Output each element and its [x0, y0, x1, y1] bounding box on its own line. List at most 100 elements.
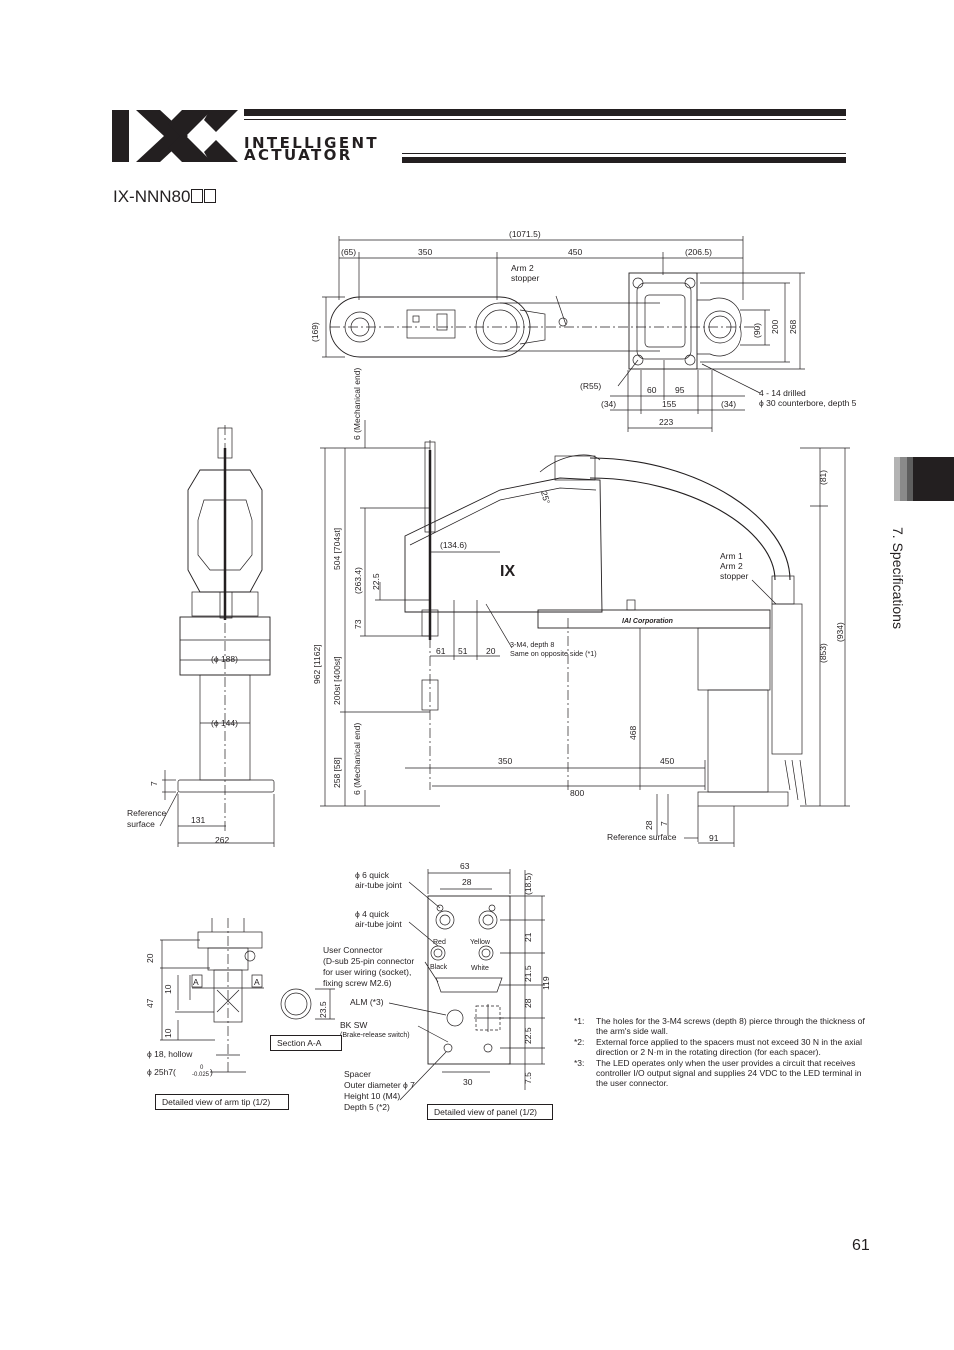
dim-angle: 25°: [539, 490, 552, 505]
dim-200: 200: [770, 320, 780, 334]
reference-surface-side: Reference surface: [607, 832, 677, 842]
dim-95: 95: [675, 385, 685, 395]
dim-seg1: (65): [341, 247, 356, 257]
dim-263: (263.4): [353, 567, 363, 594]
dim-10a: 10: [163, 984, 173, 994]
header-rule-top: [244, 109, 846, 116]
dim-185: (18.5): [523, 873, 533, 895]
dim-90: (90): [752, 323, 762, 338]
dim-20: 20: [486, 646, 496, 656]
dim-28: 28: [644, 820, 654, 830]
dim-144: (ϕ 144): [211, 718, 238, 728]
footnotes: *1:The holes for the 3-M4 screws (depth …: [574, 1016, 866, 1089]
dim-853: (853): [818, 643, 828, 663]
dim-63: 63: [460, 861, 470, 871]
dim-468: 468: [628, 726, 638, 740]
quick4-label: air-tube joint: [355, 919, 402, 929]
dim-22: 22.5: [371, 573, 381, 590]
dim-188: (ϕ 188): [211, 654, 238, 664]
header-rule-mid: [244, 119, 846, 120]
drill-note: 4 - 14 drilled: [759, 388, 806, 398]
color-red: Red: [433, 939, 446, 946]
m4-note: 3-M4, depth 8: [510, 640, 554, 649]
dim-7: 7: [659, 821, 669, 826]
dim-21: 21: [523, 932, 533, 942]
arm-logo-label: IAI Corporation: [622, 618, 673, 625]
dim-20-tip: 20: [145, 953, 155, 963]
ix-logo-mark: [112, 110, 238, 162]
dim-75: 7.5: [523, 1072, 533, 1084]
spacer-label: Outer diameter ϕ 7: [344, 1080, 415, 1090]
bksw-label: BK SW: [340, 1020, 367, 1030]
dim-155: 155: [662, 399, 676, 409]
dim-800: 800: [570, 788, 584, 798]
shaft-label: ϕ 25h7(: [147, 1067, 176, 1077]
dim-30: 30: [463, 1077, 473, 1087]
spacer-label: Spacer: [344, 1069, 371, 1079]
hollow-label: ϕ 18, hollow: [147, 1049, 193, 1059]
dim-seg2: 350: [418, 247, 432, 257]
dim-131: 131: [191, 815, 205, 825]
dim-934: (934): [835, 622, 845, 642]
dim-200st: 200st [400st]: [332, 656, 342, 705]
quick4-label: ϕ 4 quick: [355, 909, 390, 919]
user-connector-label: fixing screw M2.6): [323, 978, 392, 988]
arm1-label: Arm 1: [720, 551, 743, 561]
arm-tip-caption: Detailed view of arm tip (1/2): [155, 1094, 289, 1110]
dim-91: 91: [709, 833, 719, 843]
user-connector-label: (D-sub 25-pin connector: [323, 956, 414, 966]
svg-text:IX: IX: [500, 563, 515, 580]
footnote-1: *1:The holes for the 3-M4 screws (depth …: [574, 1016, 865, 1037]
quick6-label: ϕ 6 quick: [355, 870, 390, 880]
placeholder-square-icon: [191, 189, 204, 203]
dim-seg3: 450: [568, 247, 582, 257]
section-aa-caption: Section A-A: [270, 1035, 342, 1051]
dim-28-v: 28: [523, 998, 533, 1008]
dim-seg4: (206.5): [685, 247, 712, 257]
dim-34a: (34): [601, 399, 616, 409]
dim-962: 962 [1162]: [312, 644, 322, 684]
arm2-stopper-label: stopper: [511, 273, 540, 283]
drill-note: ϕ 30 counterbore, depth 5: [759, 398, 857, 408]
spacer-label: Height 10 (M4): [344, 1091, 400, 1101]
shaft-tolerance-bottom: -0.025: [192, 1072, 210, 1078]
dim-350: 350: [498, 756, 512, 766]
brand-line-1: INTELLIGENT: [244, 134, 380, 152]
color-white: White: [471, 965, 489, 972]
dim-overall: (1071.5): [509, 229, 541, 239]
section-marker-right: A: [254, 977, 260, 987]
dim-73: 73: [353, 619, 363, 629]
dim-225: 22.5: [523, 1027, 533, 1044]
dim-51: 51: [458, 646, 468, 656]
dim-7-front: 7: [149, 781, 159, 786]
dim-60: 60: [647, 385, 657, 395]
dim-10b: 10: [163, 1028, 173, 1038]
model-title: IX-NNN80: [113, 187, 217, 207]
dim-61: 61: [436, 646, 446, 656]
bksw-label: (Brake-release switch): [340, 1032, 410, 1039]
mech-end-top: 6 (Mechanical end): [352, 368, 362, 440]
dim-119: 119: [541, 976, 551, 990]
section-marker-left: A: [193, 977, 199, 987]
dim-215: 21.5: [523, 965, 533, 982]
dim-504: 504 [704st]: [332, 528, 342, 570]
reference-surface-label: surface: [127, 819, 155, 829]
dim-258: 258 [58]: [332, 757, 342, 788]
header-rule-bottom-thin: [402, 153, 846, 154]
dim-450: 450: [660, 756, 674, 766]
spacer-label: Depth 5 (*2): [344, 1102, 390, 1112]
dim-r55: (R55): [580, 381, 601, 391]
user-connector-label: User Connector: [323, 945, 383, 955]
dim-34b: (34): [721, 399, 736, 409]
shaft-tolerance-top: 0: [200, 1065, 204, 1071]
dim-262: 262: [215, 835, 229, 845]
user-connector-label: for user wiring (socket),: [323, 967, 411, 977]
shaft-close: ): [210, 1067, 213, 1077]
footnote-3: *3:The LED operates only when the user p…: [574, 1057, 862, 1089]
dim-134: (134.6): [440, 540, 467, 550]
arm1-label: Arm 2: [720, 561, 743, 571]
dim-28-panel: 28: [462, 877, 472, 887]
color-yellow: Yellow: [470, 939, 491, 946]
footnote-2: *2:External force applied to the spacers…: [574, 1036, 863, 1058]
placeholder-square-icon: [204, 189, 217, 203]
